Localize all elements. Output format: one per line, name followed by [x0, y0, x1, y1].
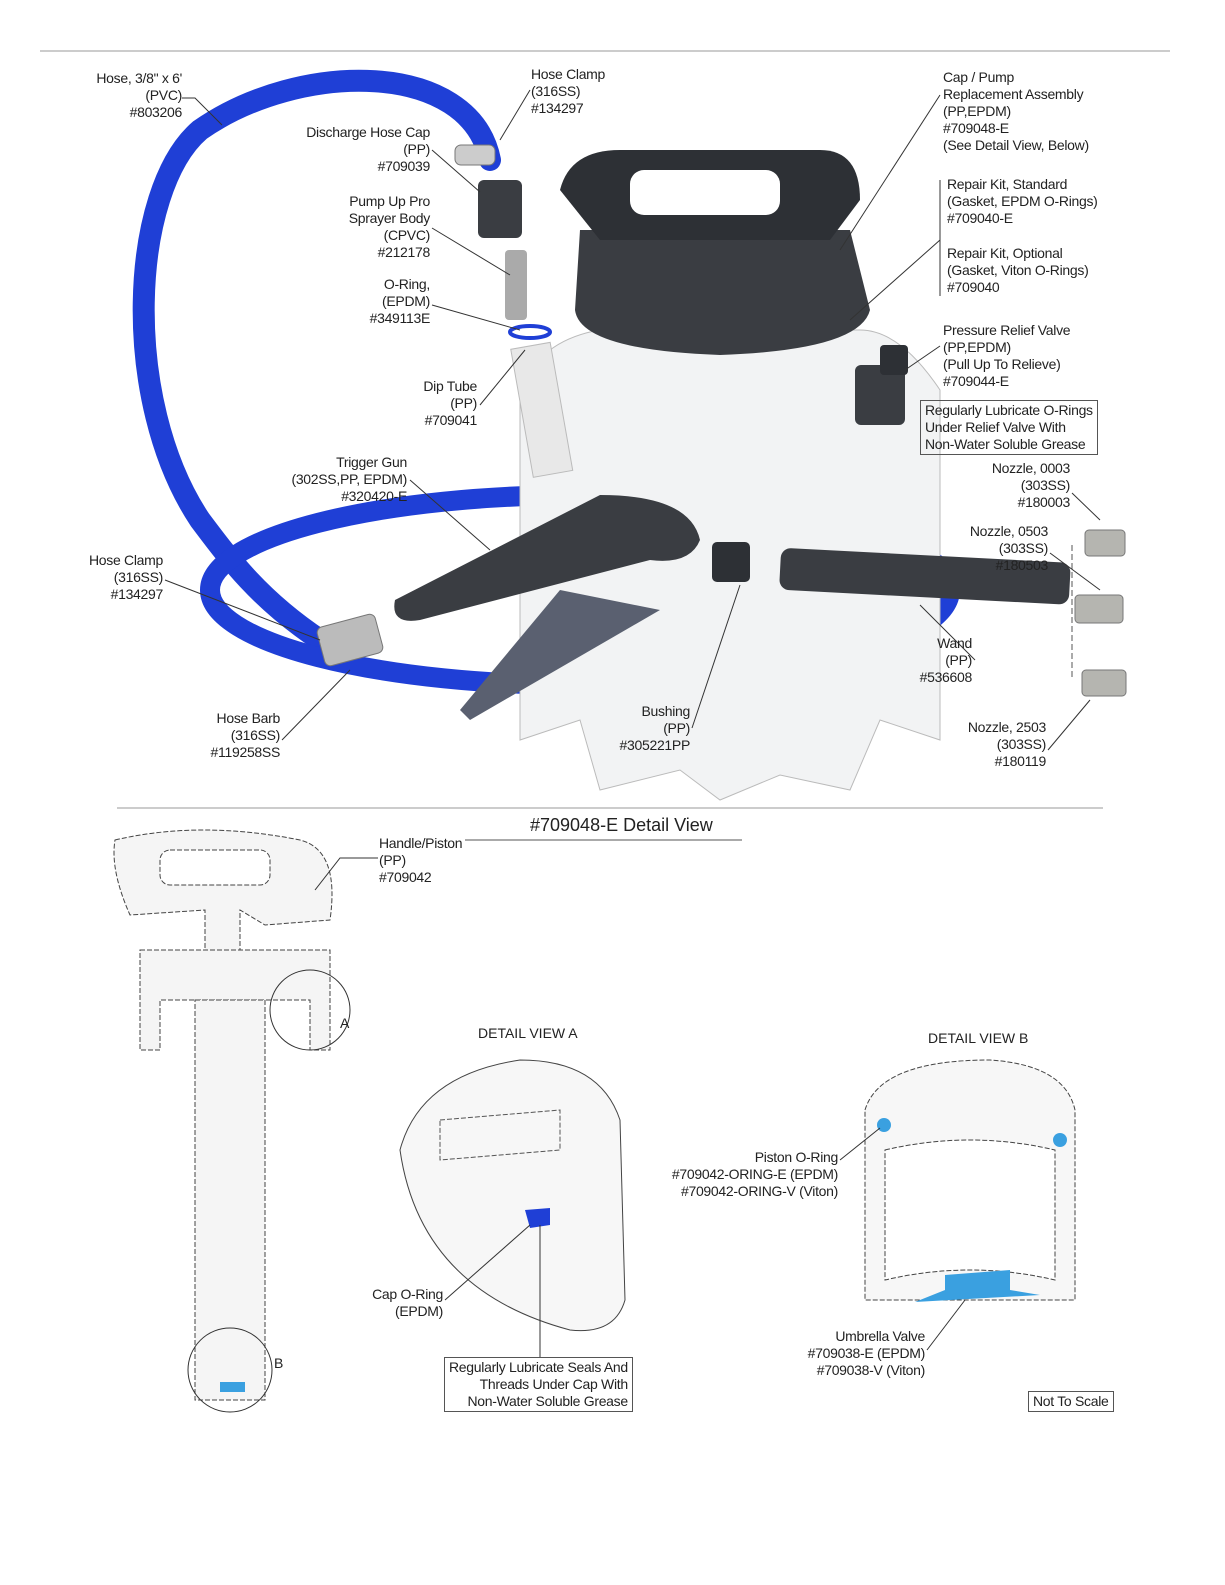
wand-part: [779, 548, 1071, 605]
label-repair-kit-optional: Repair Kit, Optional(Gasket, Viton O-Rin…: [947, 245, 1089, 295]
marker-a: A: [340, 1015, 350, 1031]
discharge-cap-part: [478, 180, 522, 238]
label-trigger-gun: Trigger Gun(302SS,PP, EPDM)#320420-E: [291, 454, 407, 504]
handle-piston-section: [113, 829, 333, 1401]
label-bushing: Bushing(PP)#305221PP: [619, 703, 691, 753]
label-nozzle-0003: Nozzle, 0003(303SS)#180003: [991, 460, 1070, 510]
label-nozzle-0503: Nozzle, 0503(303SS)#180503: [969, 523, 1048, 573]
tank-cap: [575, 230, 870, 355]
label-wand: Wand(PP)#536608: [919, 635, 973, 685]
trigger-part: [460, 590, 660, 720]
bushing-part: [712, 542, 750, 582]
detail-view-a-art: [399, 1059, 626, 1332]
detail-view-a-heading: DETAIL VIEW A: [478, 1025, 578, 1041]
label-cap-o-ring: Cap O-Ring(EPDM): [372, 1286, 443, 1319]
dip-tube-part: [510, 341, 574, 478]
trigger-gun-part: [394, 495, 700, 621]
nozzles: [1074, 529, 1127, 697]
hose-barb-part: [316, 613, 384, 667]
label-o-ring: O-Ring,(EPDM)#349113E: [369, 276, 431, 326]
detail-view-b-heading: DETAIL VIEW B: [928, 1030, 1029, 1046]
label-handle-piston: Handle/Piston(PP)#709042: [379, 835, 463, 885]
handle-opening: [630, 170, 780, 215]
label-nozzle-2503: Nozzle, 2503(303SS)#180119: [967, 719, 1046, 769]
label-umbrella-valve: Umbrella Valve#709038-E (EPDM)#709038-V …: [807, 1328, 926, 1378]
label-repair-kit-standard: Repair Kit, Standard(Gasket, EPDM O-Ring…: [947, 176, 1098, 226]
detail-view-title: #709048-E Detail View: [530, 815, 713, 835]
hose-clamp-part: [454, 144, 496, 166]
label-piston-o-ring: Piston O-Ring#709042-ORING-E (EPDM)#7090…: [671, 1149, 838, 1199]
marker-b: B: [274, 1355, 284, 1371]
o-ring-part: [508, 324, 552, 340]
label-hose-clamp-left: Hose Clamp(316SS)#134297: [88, 552, 163, 602]
label-hose-barb: Hose Barb(316SS)#119258SS: [210, 710, 281, 760]
label-relief-valve: Pressure Relief Valve(PP,EPDM)(Pull Up T…: [943, 322, 1071, 389]
label-hose-clamp-top: Hose Clamp(316SS)#134297: [531, 66, 606, 116]
sprayer-body-part: [505, 250, 527, 320]
label-discharge-cap: Discharge Hose Cap(PP)#709039: [306, 124, 430, 174]
relief-valve-part: [855, 365, 905, 425]
label-dip-tube: Dip Tube(PP)#709041: [423, 378, 477, 428]
not-to-scale-note: Not To Scale: [1028, 1391, 1114, 1412]
label-hose: Hose, 3/8" x 6'(PVC)#803206: [96, 70, 182, 120]
